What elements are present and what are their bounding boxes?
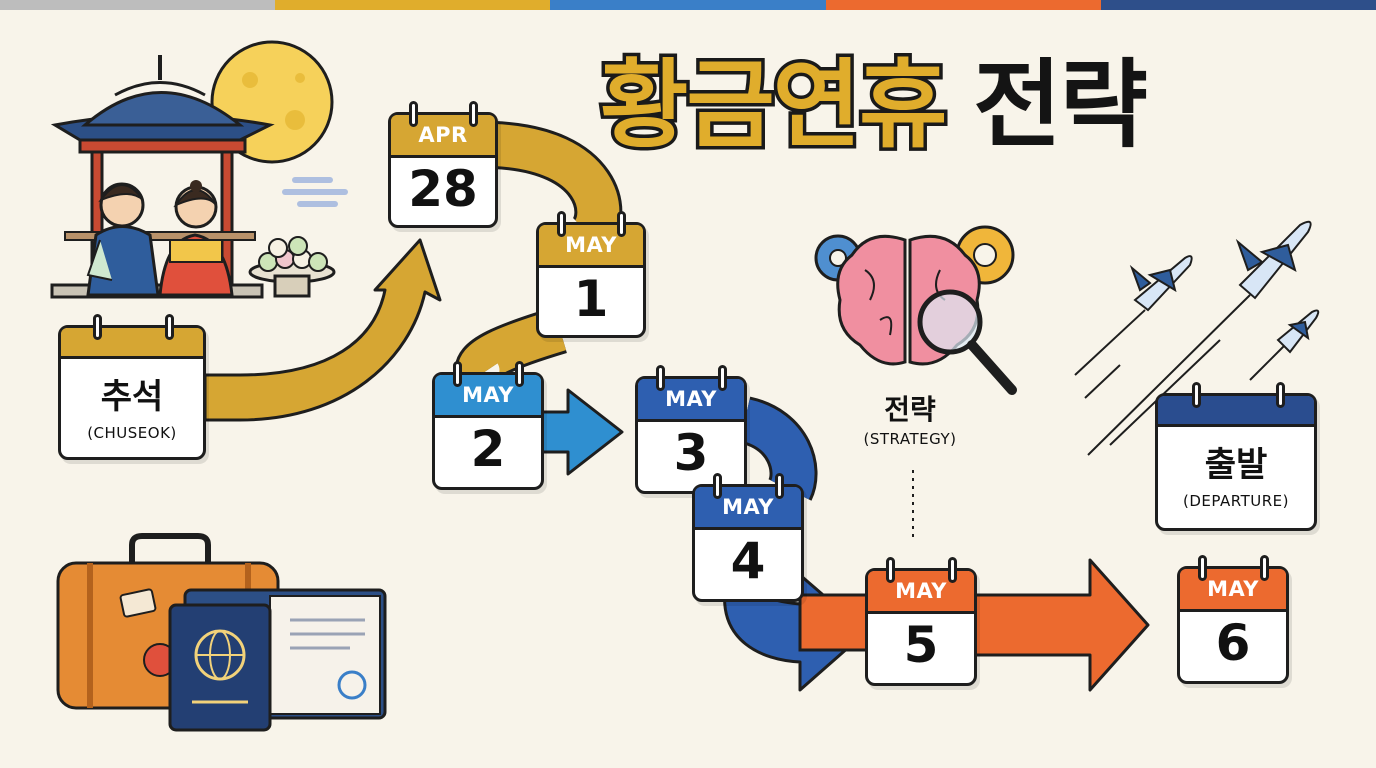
cloud-icon: [282, 177, 348, 207]
blue-arrow-icon: [538, 388, 818, 501]
couple-in-hanbok-icon: [86, 180, 234, 297]
strategy-sublabel: (STRATEGY): [863, 430, 957, 448]
chuseok-sublabel: (CHUSEOK): [87, 424, 177, 442]
calendar-ring-icon: [557, 211, 566, 237]
calendar-ring-icon: [1276, 382, 1285, 408]
calendar-ring-icon: [718, 365, 727, 391]
departure-label: 출발: [1204, 445, 1268, 485]
calendar-may-1: MAY 1: [536, 211, 646, 338]
page-title: 황금연휴 전략: [596, 30, 1340, 180]
calendar-ring-icon: [775, 473, 784, 499]
topbar-segment: [1100, 0, 1376, 10]
strategy-label: 전략: [884, 393, 936, 426]
departure-sublabel: (DEPARTURE): [1183, 492, 1289, 510]
calendar-ring-icon: [409, 101, 418, 127]
chuseok-calendar: 추석 (CHUSEOK): [58, 314, 206, 460]
calendar-ring-icon: [617, 211, 626, 237]
calendar-day: 4: [730, 532, 766, 590]
songpyeon-icon: [248, 236, 336, 298]
airplane-icon: [1074, 255, 1193, 399]
strategy-label-group: 전략 (STRATEGY): [830, 388, 990, 448]
chuseok-label: 추석: [100, 377, 164, 417]
calendar-month: MAY: [435, 375, 541, 418]
calendar-month: MAY: [638, 379, 744, 422]
calendar-ring-icon: [886, 557, 895, 583]
calendar-ring-icon: [948, 557, 957, 583]
calendar-day: 1: [573, 270, 609, 328]
calendar-ring-icon: [656, 365, 665, 391]
calendar-ring-icon: [453, 361, 462, 387]
topbar-segment: [550, 0, 826, 10]
airplane-icon: [1087, 220, 1312, 456]
calendar-may-4: MAY 4: [692, 473, 804, 602]
passport-icon: [168, 588, 387, 732]
calendar-day: 28: [408, 160, 478, 218]
topbar-segment: [825, 0, 1101, 10]
orange-arrow-icon: [798, 558, 1150, 692]
calendar-may-5: MAY 5: [865, 557, 977, 686]
calendar-day: 2: [470, 420, 506, 478]
top-color-bar: [0, 0, 1376, 10]
calendar-day: 5: [903, 616, 939, 674]
calendar-apr-28: APR 28: [388, 101, 498, 228]
calendar-ring-icon: [93, 314, 102, 340]
calendar-month: MAY: [695, 487, 801, 530]
airplane-icon: [1249, 309, 1320, 381]
calendar-ring-icon: [1260, 555, 1269, 581]
title-part2: 전략: [973, 49, 1148, 161]
calendar-ring-icon: [1198, 555, 1207, 581]
topbar-segment: [275, 0, 551, 10]
calendar-day: 3: [673, 424, 709, 482]
departure-calendar: 출발 (DEPARTURE): [1155, 382, 1317, 531]
magnifier-icon: [917, 289, 1017, 395]
calendar-header: [1158, 396, 1314, 427]
calendar-month: MAY: [868, 571, 974, 614]
calendar-may-6: MAY 6: [1177, 555, 1289, 684]
calendar-ring-icon: [469, 101, 478, 127]
calendar-ring-icon: [515, 361, 524, 387]
calendar-month: MAY: [1180, 569, 1286, 612]
calendar-may-3: MAY 3: [635, 365, 747, 494]
topbar-segment: [0, 0, 276, 10]
calendar-ring-icon: [713, 473, 722, 499]
calendar-ring-icon: [1192, 382, 1201, 408]
calendar-month: MAY: [539, 225, 643, 268]
calendar-day: 6: [1215, 614, 1251, 672]
title-part1: 황금연휴: [596, 49, 950, 161]
calendar-header: [61, 328, 203, 359]
calendar-month: APR: [391, 115, 495, 158]
calendar-may-2: MAY 2: [432, 361, 544, 490]
calendar-ring-icon: [165, 314, 174, 340]
